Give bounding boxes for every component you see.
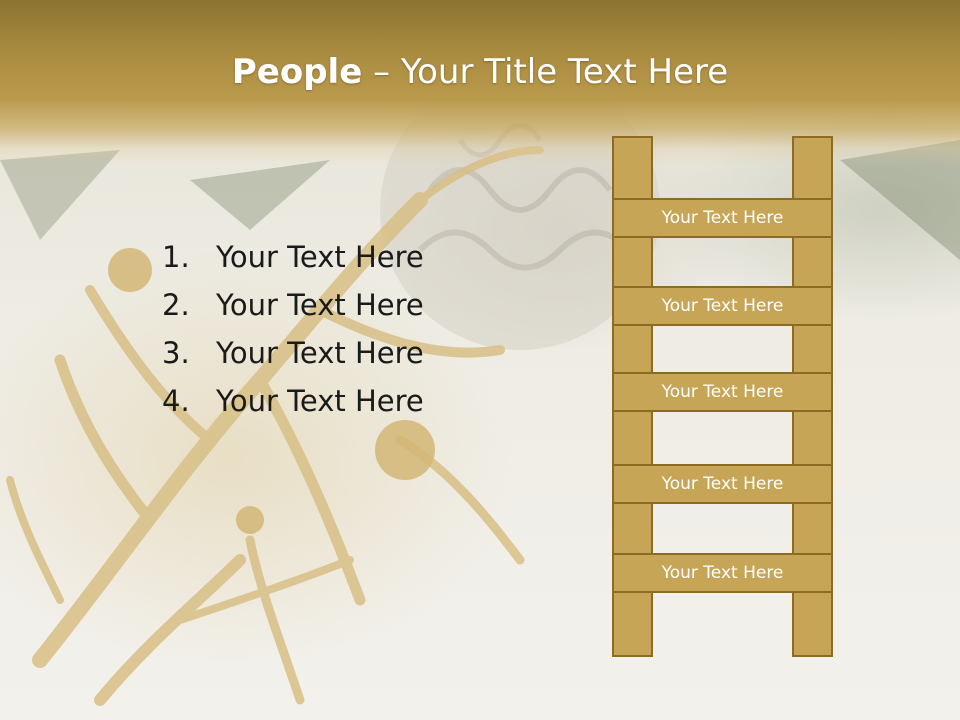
title-rest: – Your Title Text Here [362, 52, 729, 92]
ladder-rung-4: Your Text Here [612, 464, 833, 504]
ladder-rung-5: Your Text Here [612, 553, 833, 593]
list-item-text: Your Text Here [216, 384, 424, 418]
list-item-number: 4. [162, 384, 190, 418]
fir-branch-image [0, 140, 960, 260]
list-item-text: Your Text Here [216, 336, 424, 370]
gold-berry-image [108, 248, 435, 534]
ladder-shape: Your Text Here Your Text Here Your Text … [612, 136, 833, 657]
ladder-rung-3: Your Text Here [612, 372, 833, 412]
title-strong: People [231, 52, 363, 92]
list-item-number: 3. [162, 336, 190, 370]
numbered-list: 1. Your Text Here 2. Your Text Here 3. Your… [162, 233, 424, 425]
ladder-rung-2: Your Text Here [612, 286, 833, 326]
slide-title: People – Your Title Text Here [0, 52, 960, 92]
list-item-text: Your Text Here [216, 288, 424, 322]
list-item-number: 2. [162, 288, 190, 322]
list-item: 1. Your Text Here [162, 233, 424, 281]
ladder-rung-1: Your Text Here [612, 198, 833, 238]
list-item: 3. Your Text Here [162, 329, 424, 377]
list-item-number: 1. [162, 240, 190, 274]
list-item-text: Your Text Here [216, 240, 424, 274]
list-item: 2. Your Text Here [162, 281, 424, 329]
list-item: 4. Your Text Here [162, 377, 424, 425]
